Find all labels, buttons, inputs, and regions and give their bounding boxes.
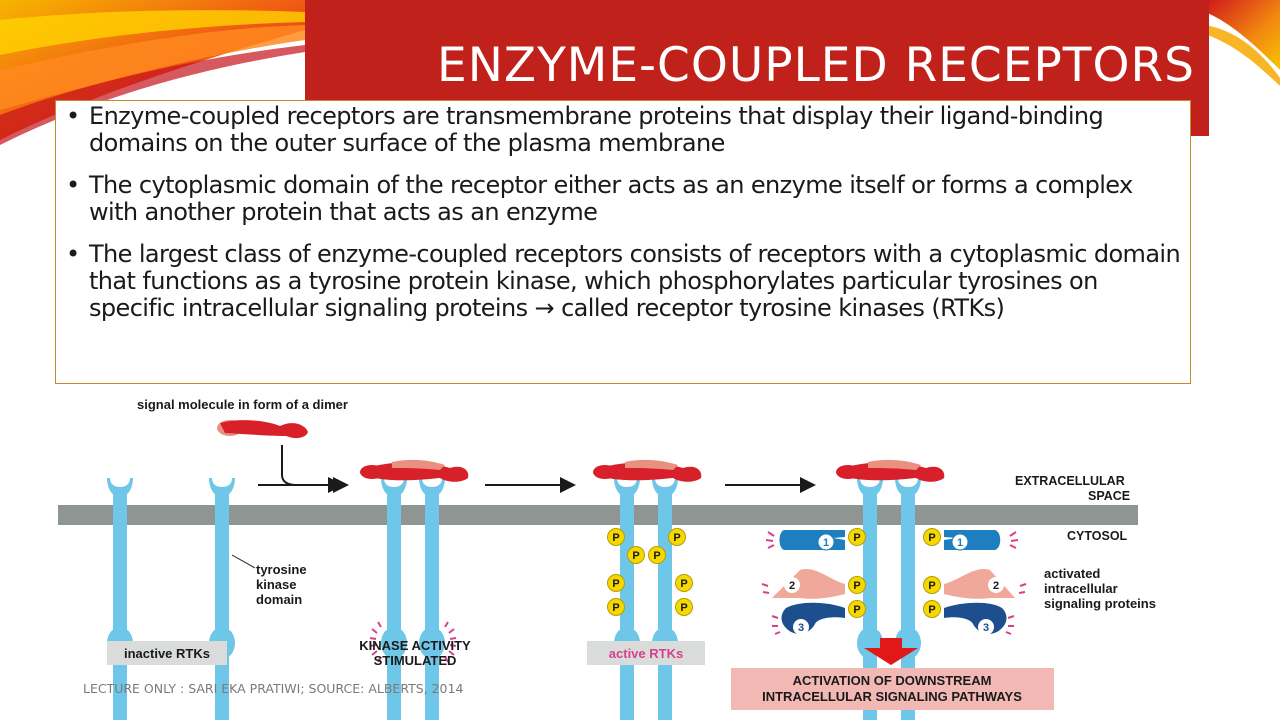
binding-arrow <box>281 445 349 493</box>
bullet-glyph: • <box>66 240 80 268</box>
bound-signal-dimer-2 <box>360 459 469 482</box>
kinase-label-line-2: STIMULATED <box>374 653 457 668</box>
signaling-protein-3-right: 3 <box>944 602 1007 635</box>
downstream-label-line-1: ACTIVATION OF DOWNSTREAM <box>793 673 992 688</box>
bullet-text: The cytoplasmic domain of the receptor e… <box>89 171 1133 226</box>
svg-text:3: 3 <box>983 622 989 634</box>
bound-signal-dimer-3 <box>593 459 702 482</box>
bullet-list: • Enzyme-coupled receptors are transmembr… <box>66 103 1186 337</box>
bullet-glyph: • <box>66 171 80 199</box>
kinase-label-line-1: KINASE ACTIVITY <box>359 638 471 653</box>
downstream-arrow <box>864 638 918 665</box>
svg-text:1: 1 <box>823 537 829 549</box>
signaling-protein-1-right: 1 <box>944 530 1001 551</box>
phosphates-signaling <box>848 528 941 618</box>
signaling-protein-2-right: 2 <box>944 568 1015 599</box>
bullet-item: • The cytoplasmic domain of the receptor … <box>66 172 1186 226</box>
activated-label-line-1: activated <box>1044 566 1100 581</box>
activated-label-line-3: signaling proteins <box>1044 596 1156 611</box>
decorative-swoosh-right <box>1205 0 1280 86</box>
inactive-label: inactive RTKs <box>124 646 210 661</box>
svg-text:2: 2 <box>789 580 795 592</box>
tk-pointer-line <box>231 554 256 569</box>
bound-signal-dimer-4 <box>836 459 945 482</box>
signaling-protein-1-left: 1 <box>779 530 845 551</box>
rtk-diagram: P signal molecule in form of a dimer tyr… <box>58 397 1156 720</box>
slide-title: ENZYME-COUPLED RECEPTORS <box>437 38 1195 93</box>
downstream-label-line-2: INTRACELLULAR SIGNALING PATHWAYS <box>762 689 1022 704</box>
activated-label-line-2: intracellular <box>1044 581 1118 596</box>
bullet-item: • The largest class of enzyme-coupled rec… <box>66 241 1186 322</box>
content-box: • Enzyme-coupled receptors are transmembr… <box>55 100 1191 384</box>
tk-label-line-3: domain <box>256 592 302 607</box>
tk-label-line-2: kinase <box>256 577 296 592</box>
svg-text:1: 1 <box>957 537 963 549</box>
bullet-text: Enzyme-coupled receptors are transmembra… <box>89 102 1104 157</box>
svg-text:3: 3 <box>798 622 804 634</box>
inactive-label-box <box>107 641 227 665</box>
signaling-protein-3-left: 3 <box>781 602 845 635</box>
signaling-protein-2-left: 2 <box>772 568 845 599</box>
signal-molecule-label: signal molecule in form of a dimer <box>137 397 348 412</box>
active-label-box <box>587 641 705 665</box>
svg-text:2: 2 <box>993 580 999 592</box>
activity-marks-4 <box>761 531 1027 635</box>
bullet-glyph: • <box>66 102 80 130</box>
bullet-item: • Enzyme-coupled receptors are transmembr… <box>66 103 1186 157</box>
downstream-label-box <box>731 668 1054 710</box>
tk-label-line-1: tyrosine <box>256 562 307 577</box>
cytosol-label: CYTOSOL <box>1067 529 1128 543</box>
footer-credit: LECTURE ONLY : SARI EKA PRATIWI; SOURCE:… <box>83 681 464 696</box>
signal-dimer-free <box>217 420 308 439</box>
bullet-text: The largest class of enzyme-coupled rece… <box>89 240 1181 322</box>
extracellular-label-line-2: SPACE <box>1088 489 1130 503</box>
extracellular-label-line-1: EXTRACELLULAR <box>1015 474 1125 488</box>
active-label: active RTKs <box>609 646 683 661</box>
